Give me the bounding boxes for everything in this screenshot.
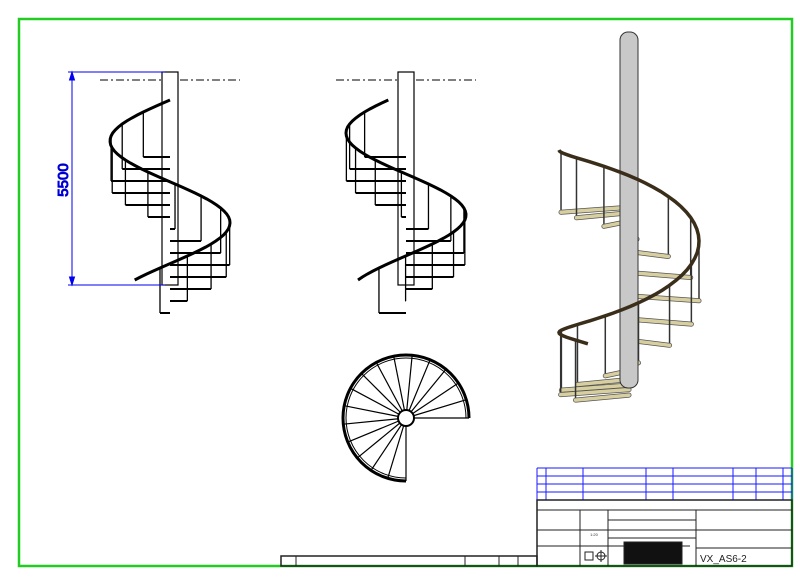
stair-tread-face [627,317,694,326]
stair-tread [350,387,407,419]
isometric-view [557,31,702,403]
stair-tread [387,417,407,479]
drawing-number: VX_AS6-2 [700,554,747,565]
stair-tread [375,362,407,419]
projection-symbol-icon [584,550,607,562]
company-logo [623,541,683,565]
top-plan-view [341,353,471,483]
title-block: 1:20 VX_AS6-2 [280,467,793,567]
stair-tread [405,382,459,419]
stair-tread-face [573,393,631,402]
stair-tread [347,417,407,443]
handrail [108,98,232,282]
stair-tread-face [559,205,631,214]
stair-tread [405,399,467,419]
stair-tread [405,368,447,419]
stair-tread [370,417,407,471]
side-elevation-view [336,71,476,314]
stair-tread [405,359,431,419]
stair-tread [356,417,407,459]
stair-tread [361,373,407,419]
handrail [557,149,701,346]
handrail [344,98,468,282]
height-dimension: 5500 [55,70,165,287]
stair-tread [343,417,407,425]
stair-tread-face [559,383,631,392]
stair-tread [344,405,407,419]
scale-label: 1:20 [590,532,599,537]
stair-tread [393,356,407,419]
stair-tread-face [627,294,701,303]
center-pole [397,409,415,427]
height-dimension-label: 5500 [55,163,72,196]
stair-tread [405,355,413,419]
front-elevation-view [100,71,240,314]
stair-tread-face [558,387,631,397]
center-pole [619,31,639,389]
